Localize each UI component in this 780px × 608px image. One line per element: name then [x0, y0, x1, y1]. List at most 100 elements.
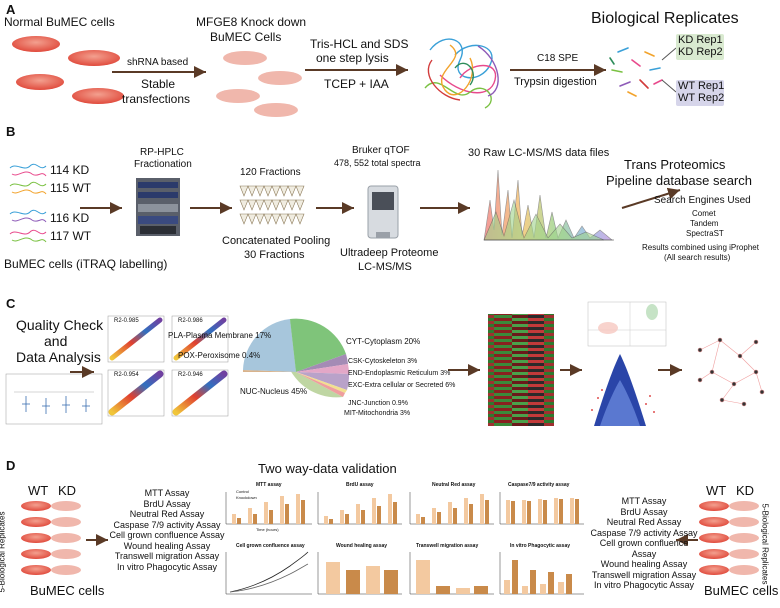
- bracket: [661, 47, 677, 61]
- bio-rep-title: Biological Replicates: [591, 10, 739, 27]
- assay-item: Neutral Red Assay: [606, 517, 682, 527]
- arrow: [621, 187, 681, 209]
- results-label-2: (All search results): [664, 253, 731, 262]
- r2-label: R2-0.946: [178, 372, 203, 378]
- assay-item: Cell grown confluence Assay: [599, 538, 689, 559]
- protein-lysate-icon: [424, 38, 499, 109]
- pie-slice-pla: [243, 319, 296, 372]
- kd-replicates-box: KD Rep1 KD Rep2: [676, 34, 724, 60]
- bumec-label-left: BuMEC cells: [30, 583, 105, 598]
- assay-item: Transwell migration Assay: [114, 551, 220, 561]
- assay-item: Wound healing Assay: [600, 559, 688, 569]
- validation-title: Two way-data validation: [258, 461, 397, 476]
- assay-item: In vitro Phagocytic Assay: [593, 580, 695, 590]
- zscore-boxplot: [5, 373, 103, 425]
- knockdown-cell: [258, 71, 302, 85]
- wt-rep-2: WT Rep2: [678, 92, 725, 104]
- sample-114: 114 KD: [50, 163, 90, 177]
- hplc-label-2: Fractionation: [134, 159, 192, 170]
- bruker-spectra: 478, 552 total spectra: [334, 158, 421, 168]
- results-label: Results combined using iProphet: [642, 243, 759, 252]
- chart-title-mtt: MTT assay: [256, 482, 282, 488]
- ultradeep-label-2: LC-MS/MS: [358, 261, 412, 273]
- pie-label-csk: CSK-Cytoskeleton 3%: [348, 358, 418, 365]
- pie-slice-end: [296, 364, 349, 374]
- assay-item: Transwell migration Assay: [591, 569, 697, 580]
- pca-plot: [587, 301, 667, 347]
- r2-label: R2-0.986: [178, 318, 203, 324]
- chart-title-caspase: Caspase7/9 activity assay: [508, 482, 570, 488]
- trypsin-label: Trypsin digestion: [514, 76, 597, 88]
- caspase-assay-chart: [499, 492, 584, 525]
- assay-item: In vitro Phagocytic Assay: [116, 561, 218, 572]
- qc-label-2: Data Analysis: [16, 349, 101, 365]
- bruker-label: Bruker qTOF: [352, 145, 410, 156]
- engines-title: Search Engines Used: [654, 195, 751, 206]
- wound-healing-chart: [317, 552, 402, 595]
- legend-control: Control: [236, 489, 249, 494]
- knockdown-cell: [216, 89, 260, 103]
- x-axis-hours: Time (hours): [256, 527, 279, 532]
- lysis-label-2: one step lysis: [316, 51, 389, 65]
- phagocytic-assay-chart: [499, 552, 584, 595]
- pooling-label-2: 30 Fractions: [244, 249, 305, 261]
- pie-label-nuc: NUC-Nucleus 45%: [240, 387, 308, 396]
- knockdown-label-2: BuMEC Cells: [210, 30, 282, 44]
- wt-rep-1: WT Rep1: [678, 80, 725, 92]
- assay-item: Caspase 7/9 activity Assay: [113, 519, 221, 530]
- tcep-label: TCEP + IAA: [324, 77, 389, 91]
- kd-label-right: KD: [736, 483, 755, 498]
- chart-title-neutral: Neutral Red assay: [432, 482, 476, 488]
- knockdown-cell: [254, 103, 298, 117]
- wt-label-right: WT: [706, 483, 727, 498]
- r2-label: R2-0.985: [114, 318, 139, 324]
- pie-label-cyt: CYT-Cytoplasm 20%: [346, 337, 421, 346]
- shrna-label: shRNA based: [127, 57, 189, 68]
- assay-item: BrdU Assay: [620, 506, 668, 517]
- engine-spectrast: SpectraST: [686, 229, 724, 238]
- chart-title-transwell: Transwell migration assay: [416, 543, 479, 549]
- kd-rep-1: KD Rep1: [678, 34, 723, 46]
- bumec-label-right: BuMEC cells: [704, 583, 779, 598]
- correlation-scatter-plots: [107, 315, 229, 417]
- fraction-tubes-icon: [239, 185, 305, 225]
- pie-label-jnc: JNC-Junction 0.9%: [348, 400, 408, 407]
- pie-label-end: END-Endoplasmic Reticulum 3%: [348, 370, 451, 377]
- ultradeep-label: Ultradeep Proteome: [340, 247, 439, 259]
- pie-label-pox: POX-Peroxisome 0.4%: [178, 351, 261, 360]
- brdu-assay-chart: [317, 492, 402, 525]
- assay-item: Wound healing Assay: [123, 540, 211, 551]
- pie-label-pla: PLA-Plasma Membrane 17%: [168, 331, 272, 340]
- assay-list-left: MTT Assay BrdU Assay Neutral Red Assay C…: [108, 488, 226, 572]
- transwell-migration-chart: [409, 552, 494, 595]
- assay-list-right: MTT Assay BrdU Assay Neutral Red Assay C…: [588, 496, 700, 591]
- kd-label-left: KD: [58, 483, 77, 498]
- bracket: [661, 79, 677, 93]
- assay-item: MTT Assay: [621, 496, 667, 506]
- chart-title-phagocytic: In vitro Phagocytic assay: [510, 543, 571, 549]
- hplc-label: RP-HPLC: [140, 147, 184, 158]
- engine-tandem: Tandem: [690, 219, 719, 228]
- normal-cells-label: Normal BuMEC cells: [4, 15, 115, 29]
- pie-slice-jnc: [296, 372, 347, 393]
- kd-rep-2: KD Rep2: [678, 46, 723, 58]
- qc-and: and: [44, 333, 68, 349]
- stable-label: Stable: [141, 77, 176, 91]
- wt-kd-cells-right: [699, 501, 759, 575]
- panel-b-letter: B: [6, 124, 16, 139]
- assay-item: Neutral Red Assay: [129, 509, 205, 519]
- wt-kd-cells-left: [21, 501, 81, 575]
- normal-cell: [68, 50, 120, 66]
- sample-tangle-icon: [9, 163, 47, 243]
- assay-item: Cell grown confluence Assay: [109, 530, 225, 540]
- assay-item: BrdU Assay: [143, 498, 191, 509]
- panel-a-letter: A: [6, 2, 16, 17]
- pie-slice-csk: [296, 354, 348, 372]
- hplc-instrument-icon: [136, 178, 180, 236]
- normal-cell: [16, 74, 64, 90]
- tpp-label: Trans Proteomics: [624, 157, 726, 172]
- sample-116: 116 KD: [50, 211, 90, 225]
- confluence-assay-chart: [225, 551, 312, 595]
- chart-title-wound: Wound healing assay: [336, 543, 388, 549]
